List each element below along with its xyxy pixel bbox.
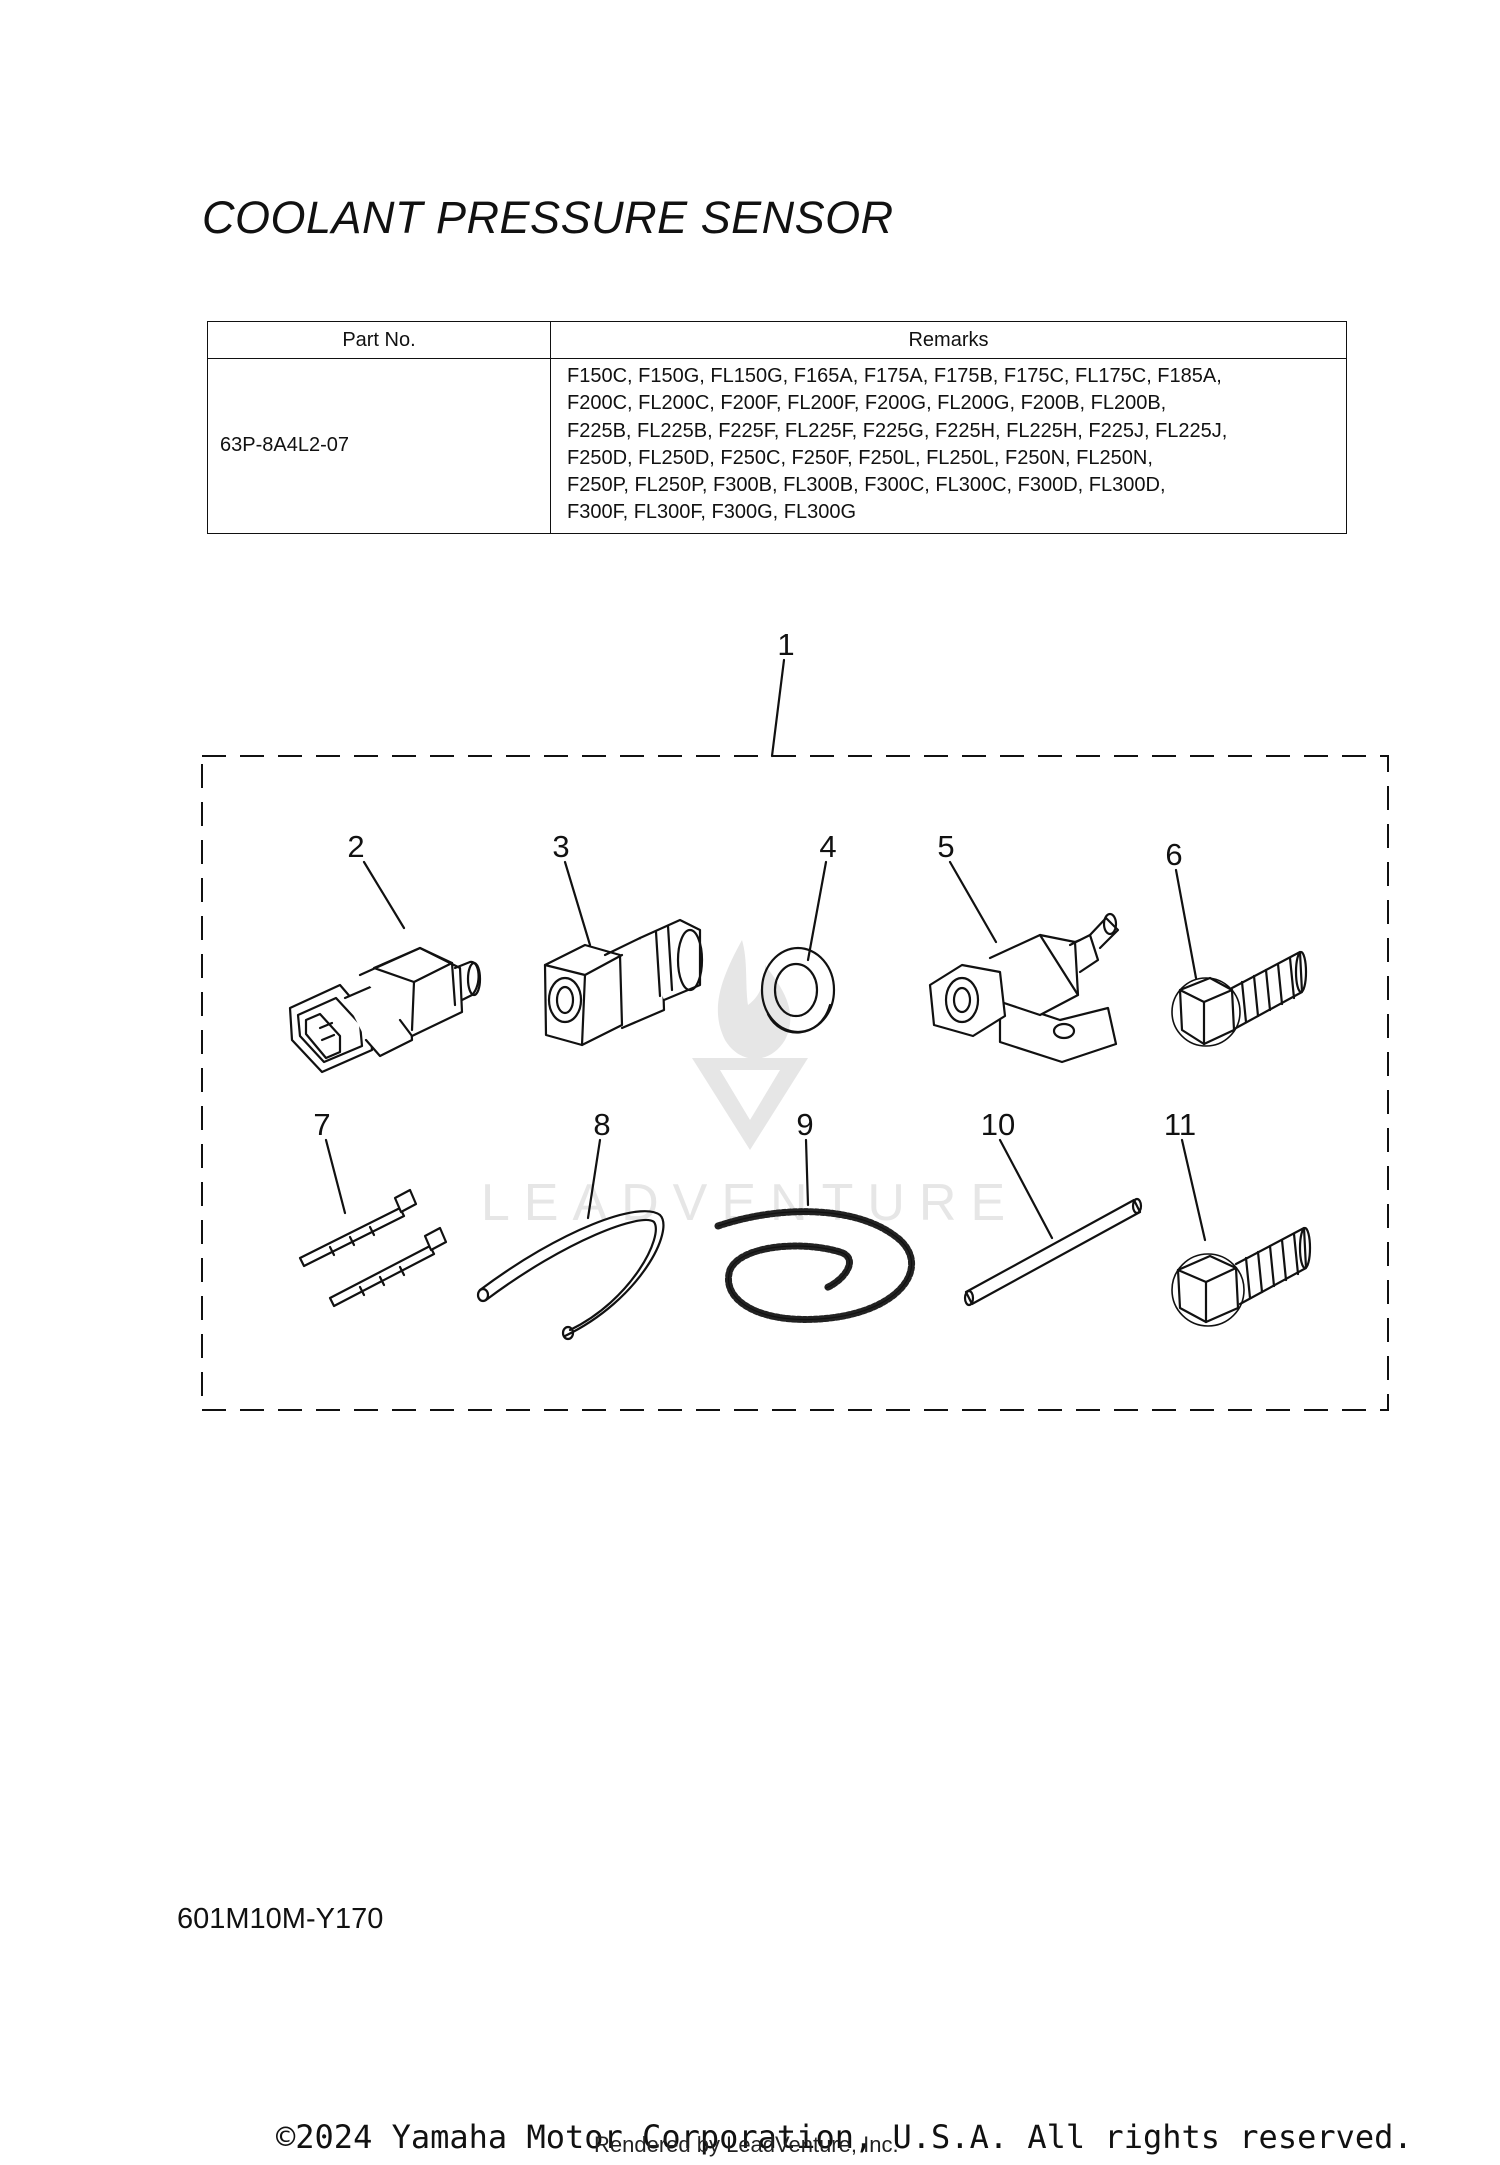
leader-line-5 <box>948 860 998 944</box>
callout-11: 11 <box>1164 1107 1196 1142</box>
leader-line-2 <box>362 860 406 930</box>
remarks-cell: F150C, F150G, FL150G, F165A, F175A, F175… <box>550 358 1347 534</box>
leader-line-11 <box>1180 1138 1207 1242</box>
pressure-sensor-part <box>288 946 482 1074</box>
callout-8: 8 <box>593 1107 610 1142</box>
callout-9: 9 <box>796 1107 813 1142</box>
union-fitting-part <box>543 918 704 1047</box>
page-title: COOLANT PRESSURE SENSOR <box>202 192 894 243</box>
leader-line-9 <box>804 1138 810 1207</box>
spiral-wrap-part <box>714 1208 915 1323</box>
remarks-line: F225B, FL225B, F225F, FL225F, F225G, F22… <box>567 419 1228 442</box>
watermark-text: LEADVENTURE <box>481 1174 1019 1232</box>
leader-line-10 <box>998 1138 1054 1240</box>
callout-3: 3 <box>552 829 569 864</box>
header-part-no: Part No. <box>207 321 551 359</box>
rendered-by-notice: Rendered by LeadVenture, Inc. <box>594 2132 899 2157</box>
part-number-cell: 63P-8A4L2-07 <box>207 358 551 534</box>
flange-bolt-lower-part <box>1171 1226 1312 1327</box>
callout-4: 4 <box>819 829 836 864</box>
sensor-joint-part <box>928 912 1120 1064</box>
leader-line-4 <box>806 860 828 962</box>
remarks-line: F250P, FL250P, F300B, FL300B, F300C, FL3… <box>567 474 1166 497</box>
header-remarks: Remarks <box>550 321 1347 359</box>
kit-boundary-box <box>201 755 1389 1411</box>
callout-6: 6 <box>1165 837 1182 872</box>
table-row: 63P-8A4L2-07 F150C, F150G, FL150G, F165A… <box>207 358 1347 534</box>
copyright-notice: ©2024 Yamaha Motor Corporation, U.S.A. A… <box>276 2118 1413 2156</box>
gasket-washer-part <box>760 946 836 1034</box>
table-header-row: Part No. Remarks <box>207 321 1347 359</box>
rod-tube-part <box>963 1197 1143 1307</box>
callout-1: 1 <box>777 627 794 662</box>
leader-line-7 <box>324 1138 347 1215</box>
callout-10: 10 <box>981 1107 1015 1142</box>
cable-ties-part <box>298 1188 448 1308</box>
remarks-line: F200C, FL200C, F200F, FL200F, F200G, FL2… <box>567 392 1167 415</box>
remarks-line: F150C, F150G, FL150G, F165A, F175A, F175… <box>567 365 1222 387</box>
callout-2: 2 <box>347 829 364 864</box>
parts-table: Part No. Remarks 63P-8A4L2-07 F150C, F15… <box>207 321 1347 534</box>
callout-7: 7 <box>313 1107 330 1142</box>
remarks-line: F300F, FL300F, F300G, FL300G <box>567 501 857 524</box>
diagram-code: 601M10M-Y170 <box>177 1903 384 1935</box>
flange-bolt-upper-part <box>1171 950 1308 1047</box>
leader-line-6 <box>1174 868 1198 980</box>
callout-5: 5 <box>937 829 954 864</box>
leader-line-8 <box>586 1138 602 1220</box>
leader-line-3 <box>563 860 592 947</box>
remarks-line: F250D, FL250D, F250C, F250F, F250L, FL25… <box>567 446 1153 469</box>
leader-line-1 <box>770 658 786 758</box>
hose-part <box>476 1210 665 1341</box>
